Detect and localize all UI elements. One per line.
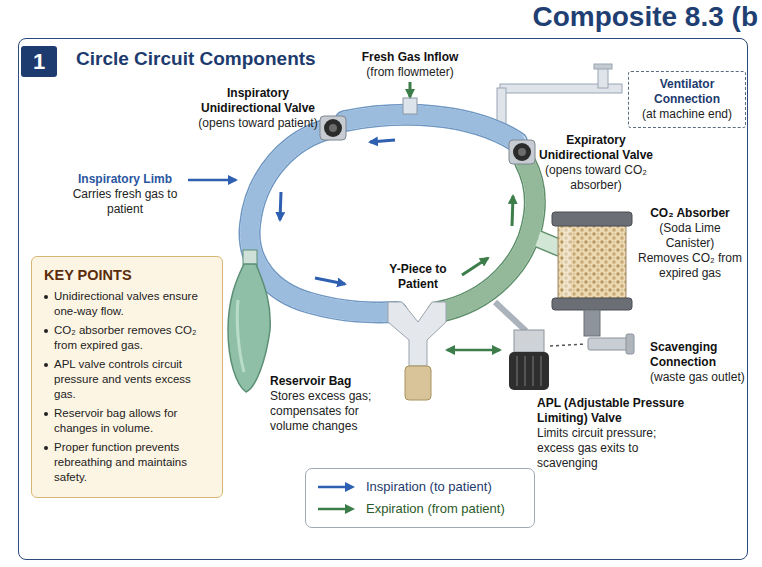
part-name: APL (Adjustable Pressure Limiting) Valve [537, 396, 687, 426]
box-text: Ventilator Connection [635, 77, 739, 107]
part-description: (waste gas outlet) [650, 370, 746, 385]
part-description: Limits circuit pressure; excess gas exit… [537, 426, 687, 471]
part-description: (opens toward CO₂ absorber) [530, 163, 662, 193]
part-name: Y-Piece to Patient [378, 262, 458, 292]
key-point-text: Unidirectional valves ensure one-way flo… [54, 289, 212, 319]
inspiratory-tubing [250, 115, 517, 313]
label-group: Inspiratory LimbCarries fresh gas to pat… [66, 172, 184, 217]
key-point-item: Reservoir bag allows for changes in volu… [44, 406, 212, 436]
page-title: Composite 8.3 (b [532, 0, 758, 34]
expiratory-tubing [438, 162, 560, 312]
legend-box: Inspiration (to patient) Expiration (from… [305, 468, 535, 528]
legend-row: Expiration (from patient) [316, 498, 524, 520]
part-description: (from flowmeter) [345, 65, 475, 80]
key-point-item: CO₂ absorber removes CO₂ from expired ga… [44, 323, 212, 353]
bullet-dot [44, 329, 48, 333]
key-point-item: APL valve controls circuit pressure and … [44, 357, 212, 402]
label-group: Reservoir BagStores excess gas; compensa… [270, 374, 396, 434]
apl-valve [495, 302, 549, 390]
label-group: Scavenging Connection(waste gas outlet) [650, 340, 746, 385]
part-description: Stores excess gas; compensates for volum… [270, 389, 396, 434]
section-heading: Circle Circuit Components [76, 48, 316, 70]
legend-text: Expiration (from patient) [366, 501, 505, 517]
part-description: Removes CO₂ from expired gas [636, 251, 744, 281]
key-point-text: Reservoir bag allows for changes in volu… [54, 406, 212, 436]
part-name: Inspiratory Limb [66, 172, 184, 187]
flow-arrows [188, 140, 513, 350]
y-piece [388, 302, 446, 400]
legend-arrow [316, 503, 356, 515]
expiratory-valve [509, 140, 535, 164]
part-name: Inspiratory Unidirectional Valve [196, 86, 320, 116]
part-name: Scavenging Connection [650, 340, 746, 370]
bullet-dot [44, 412, 48, 416]
section-badge: 1 [21, 46, 57, 77]
co2-absorber [552, 212, 632, 336]
part-name: Reservoir Bag [270, 374, 396, 389]
key-points-box: KEY POINTS Unidirectional valves ensure o… [31, 256, 223, 498]
key-point-text: CO₂ absorber removes CO₂ from expired ga… [54, 323, 212, 353]
label-group: Y-Piece to Patient [378, 262, 458, 292]
inspiratory-valve [320, 116, 346, 140]
label-group: Expiratory Unidirectional Valve(opens to… [530, 133, 662, 193]
reservoir-bag [228, 250, 270, 392]
key-points-heading: KEY POINTS [44, 266, 212, 284]
part-name: CO₂ Absorber [636, 206, 744, 221]
ventilator-pipe [497, 64, 622, 128]
ventilator-connection-box: Ventilator Connection(at machine end) [628, 71, 746, 128]
key-point-text: APL valve controls circuit pressure and … [54, 357, 212, 402]
bullet-dot [44, 446, 48, 450]
bullet-dot [44, 363, 48, 367]
legend-arrow [316, 481, 356, 493]
fresh-gas-inlet [403, 82, 417, 114]
part-description: (opens toward patient) [196, 116, 320, 131]
legend-text: Inspiration (to patient) [366, 479, 492, 495]
bullet-dot [44, 295, 48, 299]
label-group: Fresh Gas Inflow(from flowmeter) [345, 50, 475, 80]
label-group: Inspiratory Unidirectional Valve(opens t… [196, 86, 320, 131]
part-description: Carries fresh gas to patient [66, 187, 184, 217]
scavenging-outlet [550, 334, 634, 354]
part-description: (Soda Lime Canister) [636, 221, 744, 251]
part-name: Expiratory Unidirectional Valve [530, 133, 662, 163]
key-point-item: Unidirectional valves ensure one-way flo… [44, 289, 212, 319]
box-text: (at machine end) [635, 107, 739, 122]
part-name: Fresh Gas Inflow [345, 50, 475, 65]
key-point-text: Proper function prevents rebreathing and… [54, 440, 212, 485]
label-group: CO₂ Absorber(Soda Lime Canister)Removes … [636, 206, 744, 281]
label-group: APL (Adjustable Pressure Limiting) Valve… [537, 396, 687, 471]
legend-row: Inspiration (to patient) [316, 476, 524, 498]
key-point-item: Proper function prevents rebreathing and… [44, 440, 212, 485]
section-number: 1 [33, 50, 45, 74]
